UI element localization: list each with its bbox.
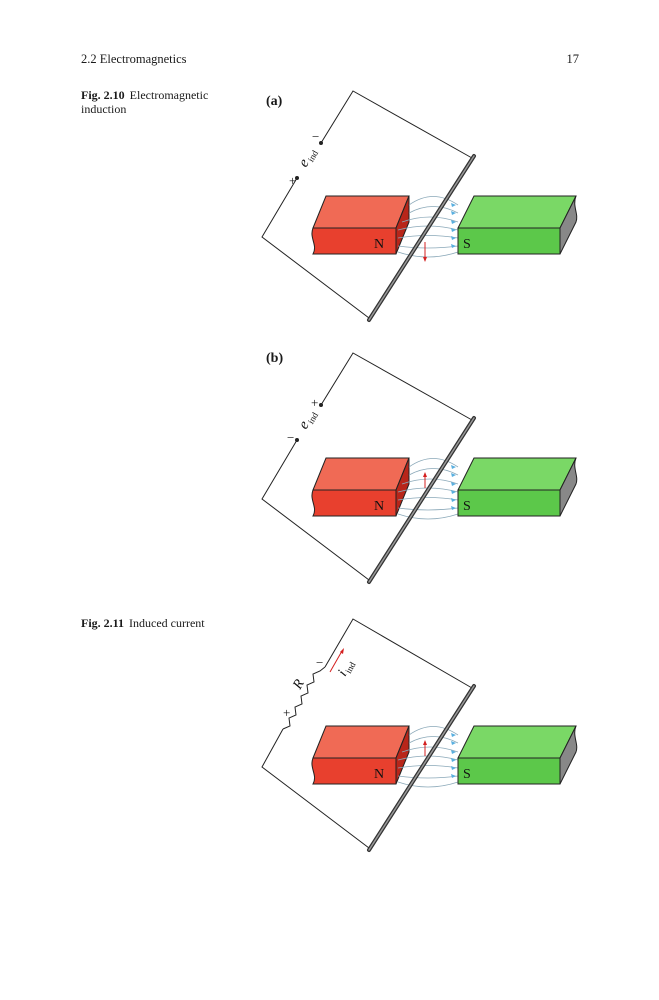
- running-header-section: 2.2 Electromagnetics: [81, 52, 187, 66]
- circuit-wire-upper: [320, 90, 473, 159]
- current-arrow: [329, 650, 343, 673]
- circuit-wire-lower: [261, 439, 370, 581]
- emf-plus-sign: +: [311, 395, 318, 410]
- emf-minus-sign: −: [287, 430, 294, 445]
- field-arrowheads: [451, 465, 456, 510]
- minus-sign: −: [316, 655, 323, 670]
- circuit-wire-lower: [261, 728, 370, 849]
- south-magnet-top: [457, 725, 577, 759]
- resistor-label: R: [290, 677, 308, 693]
- north-magnet-front: [311, 757, 397, 785]
- panel-b-label: (b): [266, 351, 284, 366]
- north-label: N: [374, 499, 384, 514]
- south-label: S: [463, 499, 471, 514]
- north-label: N: [374, 237, 384, 252]
- page-number: 17: [566, 52, 580, 66]
- terminal-plus: [319, 403, 323, 407]
- field-arrowheads: [451, 733, 456, 778]
- south-magnet-end: [559, 457, 578, 517]
- plus-sign: +: [283, 705, 290, 720]
- north-magnet-front: [311, 489, 397, 517]
- fig-2-11-number: Fig. 2.11: [81, 616, 125, 630]
- north-magnet-front: [311, 227, 397, 255]
- fig-2-10-number: Fig. 2.10: [81, 88, 125, 102]
- emf-plus-sign: +: [289, 173, 296, 188]
- terminal-minus: [319, 141, 323, 145]
- south-label: S: [463, 767, 471, 782]
- current-label: i: [335, 668, 350, 679]
- north-label: N: [374, 767, 384, 782]
- fig-2-10-text: Electromagnetic induction: [81, 88, 209, 116]
- south-magnet-front: [457, 757, 561, 785]
- terminal-plus: [295, 176, 299, 180]
- fig-2-11-caption: Fig. 2.11 Induced current: [81, 616, 231, 630]
- emf-minus-sign: −: [312, 129, 319, 144]
- fig-2-11-text: Induced current: [129, 616, 205, 630]
- terminal-minus: [295, 438, 299, 442]
- resistor-zigzag: [282, 666, 326, 730]
- field-arrowheads: [451, 203, 456, 248]
- panel-a-label: (a): [266, 94, 283, 109]
- circuit-wire-upper: [320, 352, 473, 421]
- south-magnet-end: [559, 195, 578, 255]
- magnetic-field-lines: [397, 196, 459, 258]
- north-magnet-top: [312, 725, 410, 759]
- circuit-wire-upper: [324, 618, 473, 689]
- circuit-wire-lower: [261, 177, 370, 319]
- south-label: S: [463, 237, 471, 252]
- south-magnet-end: [559, 725, 578, 785]
